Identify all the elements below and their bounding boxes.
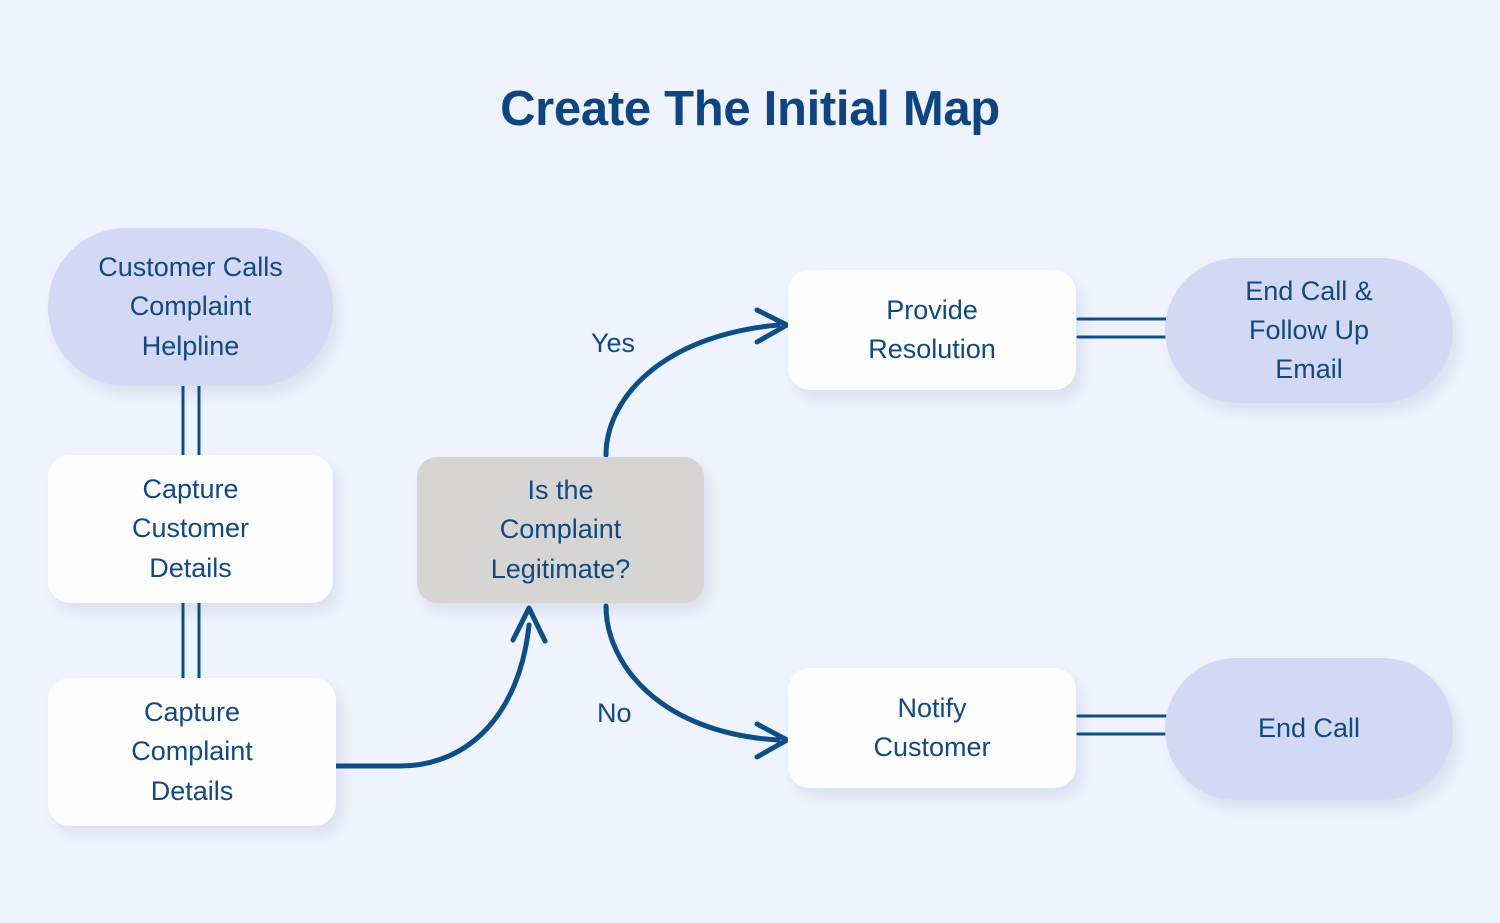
arrowhead-complaint-to-decision (510, 605, 548, 644)
edge-label-yes: Yes (591, 328, 636, 358)
arrowhead-decision-to-resolution (754, 307, 790, 345)
connector-decision-to-resolution (603, 322, 781, 458)
node-label: End Call (1257, 713, 1361, 744)
connector-decision-to-notify (603, 603, 781, 743)
edge-label-no: No (597, 698, 632, 728)
node-end-call[interactable]: End Call (1165, 658, 1453, 800)
page-title: Create The Initial Map (500, 82, 1000, 136)
connector-complaint-to-decision (333, 622, 532, 769)
arrowhead-decision-to-notify (754, 721, 790, 760)
